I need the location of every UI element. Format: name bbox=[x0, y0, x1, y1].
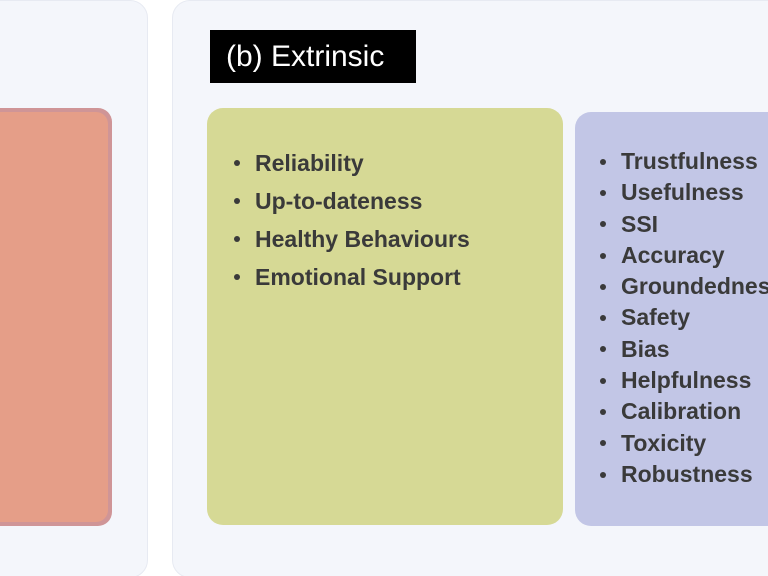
list-item: SSI bbox=[598, 209, 768, 240]
list-item: Safety bbox=[598, 302, 768, 333]
list-item: Trustfulness bbox=[598, 146, 768, 177]
list-item: Reliability bbox=[232, 144, 470, 182]
list-item: Calibration bbox=[598, 396, 768, 427]
list-item: Up-to-dateness bbox=[232, 182, 470, 220]
list-item: Accuracy bbox=[598, 240, 768, 271]
list-item: Groundedness bbox=[598, 271, 768, 302]
list-item: Robustness bbox=[598, 459, 768, 490]
list-item: Emotional Support bbox=[232, 258, 470, 296]
panel-b-title: (b) Extrinsic bbox=[210, 30, 416, 83]
list-item: Usefulness bbox=[598, 177, 768, 208]
green-metrics-box bbox=[207, 108, 563, 525]
list-item: Healthy Behaviours bbox=[232, 220, 470, 258]
blue-metrics-list: Trustfulness Usefulness SSI Accuracy Gro… bbox=[598, 146, 768, 490]
list-item: Bias bbox=[598, 334, 768, 365]
green-metrics-list: Reliability Up-to-dateness Healthy Behav… bbox=[232, 144, 470, 296]
blue-metrics-box bbox=[575, 112, 768, 526]
list-item: Helpfulness bbox=[598, 365, 768, 396]
list-item: Toxicity bbox=[598, 428, 768, 459]
salmon-box bbox=[0, 112, 108, 522]
